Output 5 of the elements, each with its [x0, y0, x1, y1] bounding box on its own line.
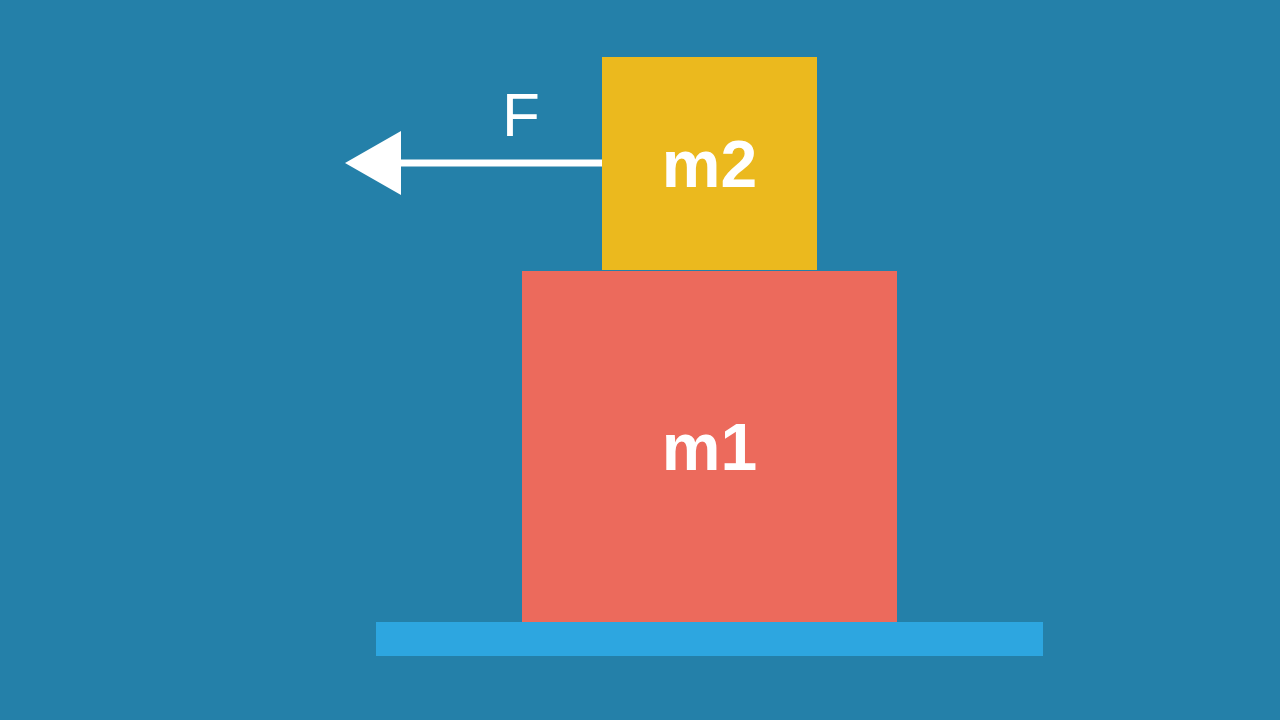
- mass-block: [522, 271, 897, 622]
- mass-label: m2: [661, 130, 758, 197]
- force-label: F: [502, 84, 540, 146]
- mass-label: m1: [661, 413, 758, 480]
- mass-block: [602, 57, 817, 270]
